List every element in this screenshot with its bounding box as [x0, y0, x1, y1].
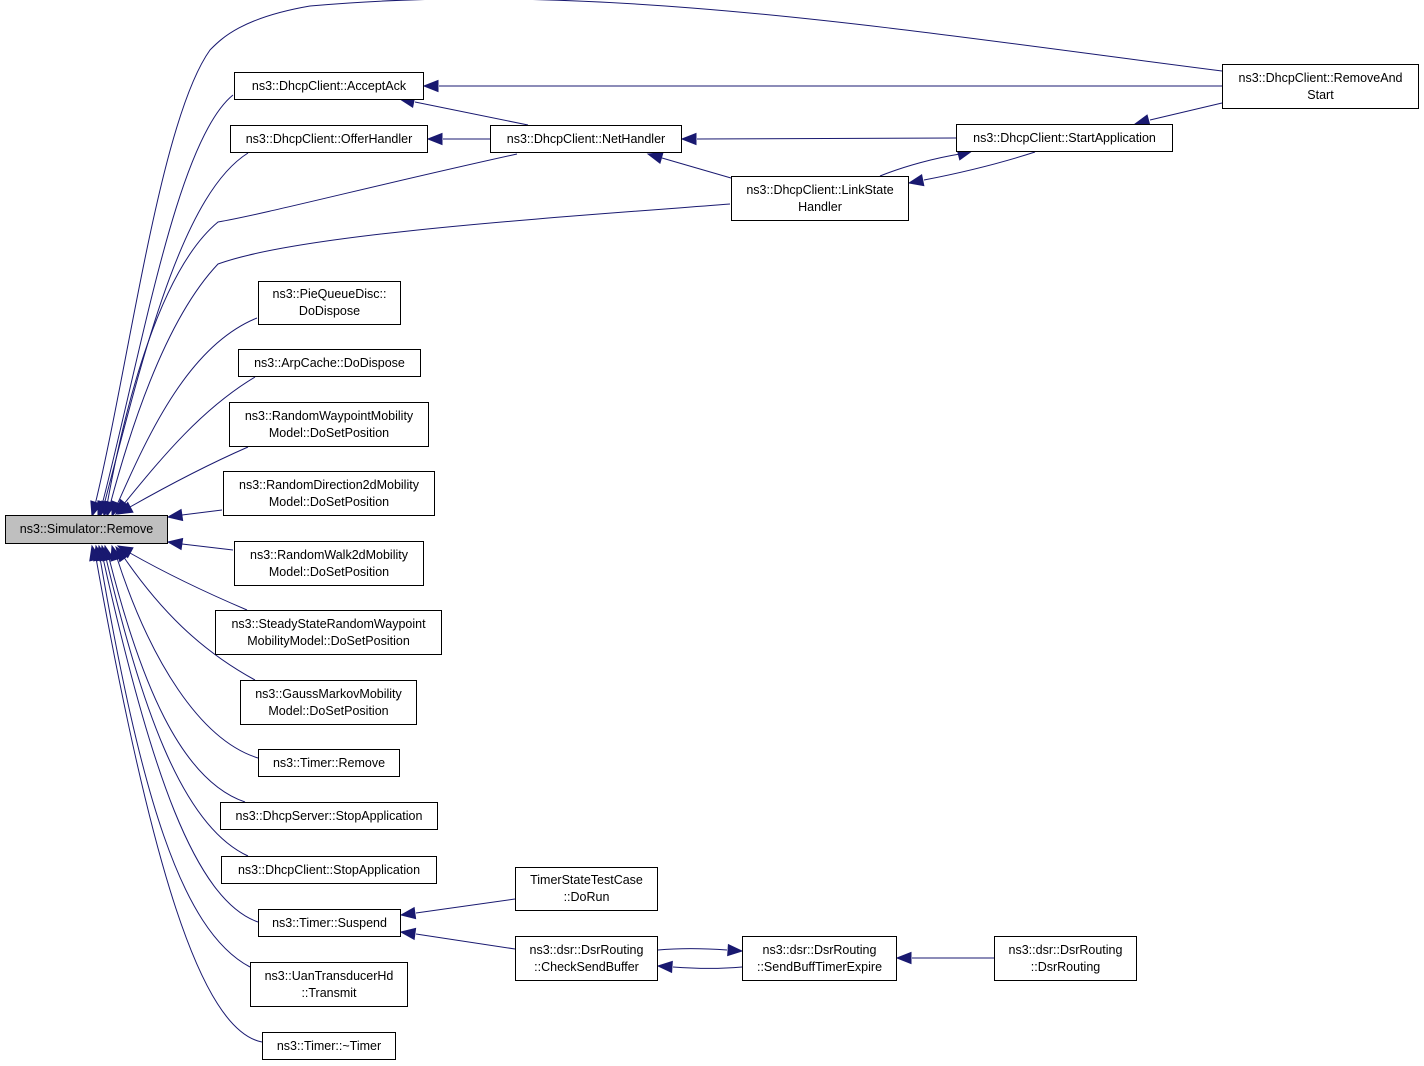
- arrowhead: [166, 508, 184, 522]
- node-uan-transducer-transmit[interactable]: ns3::UanTransducerHd ::Transmit: [250, 962, 408, 1007]
- node-gauss-markov-dosetposition[interactable]: ns3::GaussMarkovMobility Model::DoSetPos…: [240, 680, 417, 725]
- edge-dhcp-server-stop: [102, 544, 246, 803]
- edge-start-application-to-remove-and-start: [1133, 102, 1223, 127]
- node-net-handler[interactable]: ns3::DhcpClient::NetHandler: [490, 125, 682, 153]
- arrowhead: [399, 927, 417, 941]
- edge-offer-handler: [98, 152, 249, 518]
- edge-timer-remove: [110, 544, 259, 759]
- edge-timer-destructor: [89, 544, 263, 1043]
- edge-steady-state: [116, 545, 248, 611]
- arrowhead: [426, 132, 443, 146]
- node-pie-queue-disc-dodispose[interactable]: ns3::PieQueueDisc:: DoDispose: [258, 281, 401, 325]
- arrowhead: [422, 79, 439, 93]
- node-accept-ack[interactable]: ns3::DhcpClient::AcceptAck: [234, 72, 424, 100]
- arrowhead: [399, 906, 417, 920]
- node-random-direction2d-dosetposition[interactable]: ns3::RandomDirection2dMobility Model::Do…: [223, 471, 435, 516]
- node-dhcp-client-stop-application[interactable]: ns3::DhcpClient::StopApplication: [221, 856, 437, 884]
- node-timer-suspend[interactable]: ns3::Timer::Suspend: [258, 909, 401, 937]
- node-random-waypoint-dosetposition[interactable]: ns3::RandomWaypointMobility Model::DoSet…: [229, 402, 429, 447]
- edge-random-direction2d: [166, 508, 223, 522]
- edge-link-state-to-net-handler: [646, 151, 732, 179]
- arrowhead: [89, 544, 102, 562]
- edge-remove-and-start-to-accept-ack: [422, 79, 1222, 93]
- node-start-application[interactable]: ns3::DhcpClient::StartApplication: [956, 124, 1173, 152]
- arrowhead: [656, 960, 673, 974]
- node-remove-and-start[interactable]: ns3::DhcpClient::RemoveAnd Start: [1222, 64, 1419, 109]
- node-dsr-send-buff-timer-expire[interactable]: ns3::dsr::DsrRouting ::SendBuffTimerExpi…: [742, 936, 897, 981]
- node-dsr-routing-ctor[interactable]: ns3::dsr::DsrRouting ::DsrRouting: [994, 936, 1137, 981]
- edge-start-application-to-link-state: [907, 151, 1036, 187]
- node-arp-cache-dodispose[interactable]: ns3::ArpCache::DoDispose: [238, 349, 421, 377]
- edge-accept-ack: [97, 94, 234, 518]
- node-link-state-handler[interactable]: ns3::DhcpClient::LinkState Handler: [731, 176, 909, 221]
- arrowhead: [166, 537, 184, 551]
- edge-link-state-to-start-application: [879, 148, 974, 177]
- node-steady-state-dosetposition[interactable]: ns3::SteadyStateRandomWaypoint MobilityM…: [215, 610, 442, 655]
- edge-net-handler-to-root: [101, 153, 518, 518]
- arrowhead: [116, 501, 134, 515]
- node-simulator-remove[interactable]: ns3::Simulator::Remove: [5, 515, 168, 544]
- node-dsr-check-send-buffer[interactable]: ns3::dsr::DsrRouting ::CheckSendBuffer: [515, 936, 658, 981]
- node-timer-remove[interactable]: ns3::Timer::Remove: [258, 749, 400, 777]
- edge-send-buff-to-check-send-buffer: [656, 960, 743, 974]
- edge-random-waypoint: [116, 446, 249, 515]
- arrowhead: [110, 544, 123, 562]
- edge-dsr-routing-ctor-to-send-buff: [895, 951, 994, 965]
- edge-check-send-buffer-to-send-buff: [657, 943, 744, 957]
- arrowhead: [646, 151, 664, 164]
- edge-timer-state-test-case-to-suspend: [399, 898, 516, 920]
- node-timer-destructor[interactable]: ns3::Timer::~Timer: [262, 1032, 396, 1060]
- node-dhcp-server-stop-application[interactable]: ns3::DhcpServer::StopApplication: [220, 802, 438, 830]
- arrowhead: [907, 174, 925, 187]
- edge-dsr-check-send-buffer-to-suspend: [399, 927, 516, 950]
- edge-net-handler-to-offer-handler: [426, 132, 490, 146]
- node-random-walk2d-dosetposition[interactable]: ns3::RandomWalk2dMobility Model::DoSetPo…: [234, 541, 424, 586]
- arrowhead: [727, 943, 744, 957]
- node-timer-state-test-case-dorun[interactable]: TimerStateTestCase ::DoRun: [515, 867, 658, 911]
- edge-remove-and-start-to-root: [90, 0, 1223, 518]
- arrowhead: [90, 500, 103, 518]
- edge-net-handler-to-accept-ack: [398, 95, 529, 126]
- edge-start-application-to-net-handler: [680, 132, 957, 146]
- node-offer-handler[interactable]: ns3::DhcpClient::OfferHandler: [230, 125, 428, 153]
- edge-random-walk2d: [166, 537, 234, 551]
- arrowhead: [680, 132, 697, 146]
- arrowhead: [895, 951, 912, 965]
